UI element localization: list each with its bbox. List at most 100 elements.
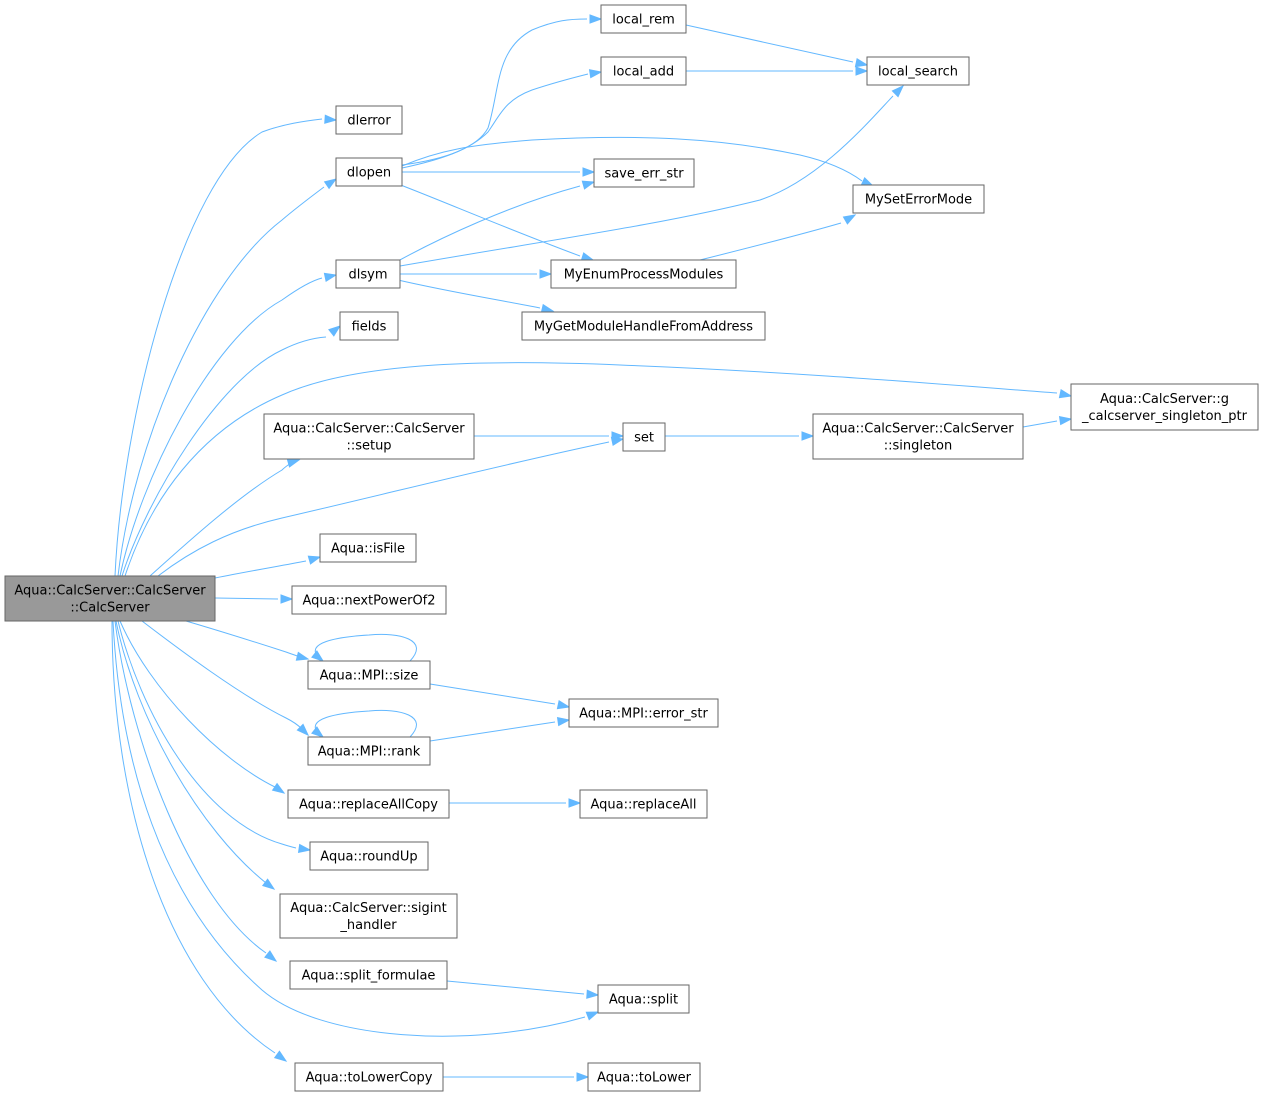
edge-tolowercopy-to-tolower	[443, 1072, 590, 1082]
node-nextpow2[interactable]: Aqua::nextPowerOf2	[291, 585, 447, 615]
node-setup-label-1: ::setup	[346, 439, 391, 454]
node-setup[interactable]: Aqua::CalcServer::CalcServer::setup	[263, 413, 475, 460]
node-mpirank-label-0: Aqua::MPI::rank	[318, 745, 421, 760]
node-split-label-0: Aqua::split	[609, 993, 678, 1008]
edge-mpirank-to-mpirank	[311, 709, 417, 738]
edge-dlsym-to-local_search	[399, 84, 905, 267]
node-mpisize-label-0: Aqua::MPI::size	[320, 669, 419, 684]
node-replaceall-label-0: Aqua::replaceAll	[590, 798, 696, 813]
edge-calcserver-to-split	[112, 620, 600, 1037]
node-gptr[interactable]: Aqua::CalcServer::g_calcserver_singleton…	[1070, 383, 1259, 431]
edge-local_add-to-local_search	[686, 66, 869, 76]
node-singleton-label-1: ::singleton	[884, 439, 953, 454]
node-dlerror-label-0: dlerror	[347, 114, 391, 129]
node-sigint-label-0: Aqua::CalcServer::sigint	[290, 901, 446, 916]
node-replaceall[interactable]: Aqua::replaceAll	[579, 789, 708, 819]
node-mpisize[interactable]: Aqua::MPI::size	[307, 660, 431, 690]
edge-calcserver-to-splitformulae	[114, 620, 278, 962]
edge-mpisize-to-errorstr	[429, 683, 571, 710]
node-setup-label-0: Aqua::CalcServer::CalcServer	[273, 422, 465, 437]
node-local_rem-label-0: local_rem	[612, 13, 675, 28]
edge-calcserver-to-mpisize	[185, 620, 310, 661]
node-splitformulae-label-0: Aqua::split_formulae	[302, 969, 436, 984]
node-local_search-label-0: local_search	[878, 65, 958, 80]
node-fields[interactable]: fields	[339, 311, 399, 341]
edge-calcserver-to-fields	[121, 325, 342, 577]
edge-dlopen-to-myenum	[397, 183, 595, 262]
node-local_rem[interactable]: local_rem	[600, 4, 687, 34]
edge-dlsym-to-save_err_str	[397, 180, 596, 262]
node-myseterror-label-0: MySetErrorMode	[865, 193, 972, 208]
node-local_search[interactable]: local_search	[866, 56, 970, 86]
edge-calcserver-to-dlerror	[114, 114, 338, 577]
edge-dlopen-to-local_add	[401, 69, 603, 169]
node-replaceallcopy[interactable]: Aqua::replaceAllCopy	[287, 789, 450, 819]
edge-calcserver-to-dlsym	[119, 272, 338, 577]
edge-calcserver-to-roundup	[117, 620, 312, 854]
edge-replaceallcopy-to-replaceall	[449, 798, 582, 808]
node-gptr-label-1: _calcserver_singleton_ptr	[1081, 409, 1248, 424]
node-splitformulae[interactable]: Aqua::split_formulae	[289, 960, 448, 990]
edge-mpirank-to-errorstr	[429, 716, 571, 742]
edge-calcserver-to-replaceallcopy	[119, 620, 286, 794]
node-errorstr[interactable]: Aqua::MPI::error_str	[568, 698, 719, 728]
edge-calcserver-to-mpirank	[141, 620, 310, 737]
node-dlopen[interactable]: dlopen	[335, 157, 403, 187]
node-local_add-label-0: local_add	[613, 65, 674, 80]
node-nextpow2-label-0: Aqua::nextPowerOf2	[302, 594, 435, 609]
node-singleton[interactable]: Aqua::CalcServer::CalcServer::singleton	[812, 413, 1024, 460]
node-save_err_str-label-0: save_err_str	[604, 167, 684, 182]
node-myseterror[interactable]: MySetErrorMode	[852, 184, 985, 214]
node-roundup[interactable]: Aqua::roundUp	[309, 841, 429, 871]
edge-dlopen-to-save_err_str	[402, 167, 596, 177]
node-errorstr-label-0: Aqua::MPI::error_str	[579, 707, 708, 722]
node-tolower[interactable]: Aqua::toLower	[587, 1062, 701, 1092]
edge-singleton-to-gptr	[1022, 415, 1073, 428]
node-roundup-label-0: Aqua::roundUp	[320, 850, 417, 865]
edge-local_rem-to-local_search	[685, 24, 869, 68]
edge-mpisize-to-mpisize	[311, 633, 417, 662]
node-tolower-label-0: Aqua::toLower	[597, 1071, 692, 1086]
node-set[interactable]: set	[622, 422, 666, 452]
node-isfile[interactable]: Aqua::isFile	[319, 533, 417, 563]
node-fields-label-0: fields	[352, 320, 387, 335]
node-mpirank[interactable]: Aqua::MPI::rank	[307, 736, 431, 766]
node-dlsym[interactable]: dlsym	[335, 259, 401, 289]
node-tolowercopy[interactable]: Aqua::toLowerCopy	[294, 1062, 444, 1092]
node-split[interactable]: Aqua::split	[597, 984, 690, 1014]
node-myenum-label-0: MyEnumProcessModules	[564, 268, 724, 283]
node-local_add[interactable]: local_add	[600, 56, 687, 86]
node-tolowercopy-label-0: Aqua::toLowerCopy	[306, 1071, 433, 1086]
node-replaceallcopy-label-0: Aqua::replaceAllCopy	[299, 798, 438, 813]
edge-calcserver-to-nextpow2	[214, 594, 294, 604]
node-mygetmod-label-0: MyGetModuleHandleFromAddress	[534, 320, 753, 335]
node-isfile-label-0: Aqua::isFile	[331, 542, 405, 557]
edge-calcserver-to-tolowercopy	[111, 620, 288, 1062]
edge-dlsym-to-mygetmod	[397, 279, 555, 314]
edge-calcserver-to-setup	[149, 458, 301, 577]
node-sigint[interactable]: Aqua::CalcServer::sigint_handler	[279, 893, 458, 939]
edge-set-to-singleton	[665, 431, 815, 441]
edge-calcserver-to-gptr	[124, 362, 1073, 577]
node-calcserver-label-0: Aqua::CalcServer::CalcServer	[14, 584, 206, 599]
node-calcserver: Aqua::CalcServer::CalcServer::CalcServer	[4, 575, 216, 622]
node-dlerror[interactable]: dlerror	[335, 105, 403, 135]
edge-calcserver-to-isfile	[214, 555, 322, 579]
node-myenum[interactable]: MyEnumProcessModules	[550, 259, 737, 289]
edge-calcserver-to-dlopen	[117, 178, 338, 577]
node-gptr-label-0: Aqua::CalcServer::g	[1100, 392, 1229, 407]
node-dlsym-label-0: dlsym	[349, 268, 388, 283]
node-save_err_str[interactable]: save_err_str	[593, 158, 695, 188]
edge-calcserver-to-sigint	[115, 620, 276, 890]
node-calcserver-label-1: ::CalcServer	[70, 601, 150, 616]
edge-myenum-to-myseterror	[699, 214, 857, 261]
edge-dlsym-to-myenum	[400, 269, 553, 279]
node-mygetmod[interactable]: MyGetModuleHandleFromAddress	[521, 311, 766, 341]
node-singleton-label-0: Aqua::CalcServer::CalcServer	[822, 422, 1014, 437]
node-dlopen-label-0: dlopen	[347, 166, 391, 181]
node-sigint-label-1: _handler	[339, 918, 397, 933]
edge-splitformulae-to-split	[446, 980, 600, 999]
edge-setup-to-set	[474, 431, 625, 441]
node-set-label-0: set	[634, 431, 654, 446]
